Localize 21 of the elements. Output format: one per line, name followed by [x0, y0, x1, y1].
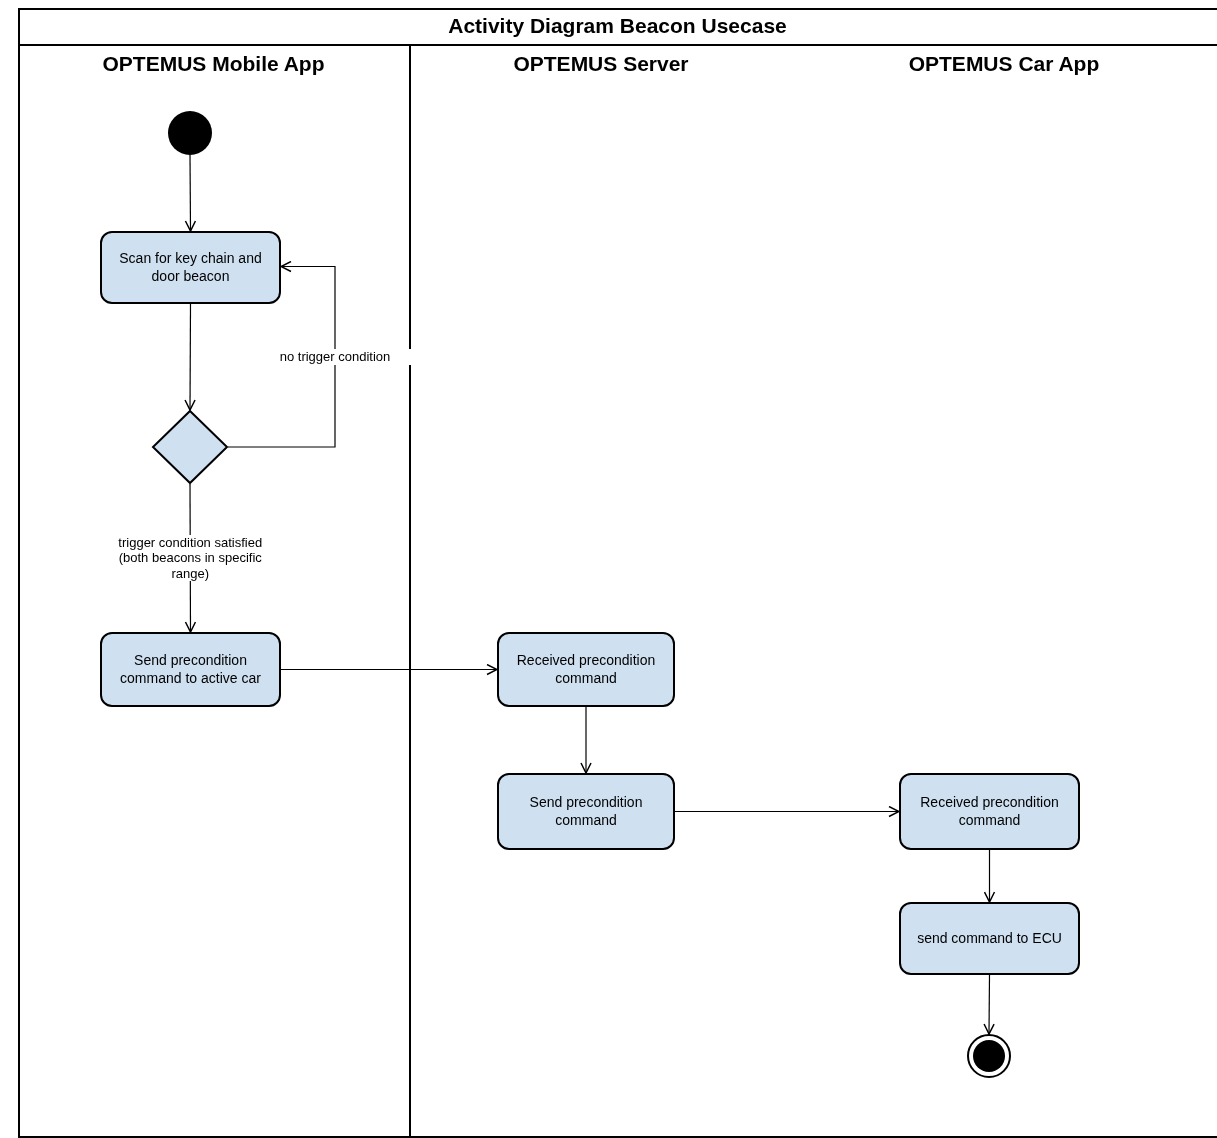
- arrow: [280, 663, 498, 676]
- arrow: [580, 706, 592, 774]
- final-node: [967, 1034, 1011, 1078]
- action-box: Scan for key chain and door beacon: [100, 231, 281, 304]
- arrow: [983, 849, 996, 903]
- action-box: Send precondition command: [497, 773, 675, 850]
- lane-heading: OPTEMUS Car App: [907, 52, 1101, 76]
- action-box: Received precondition command: [899, 773, 1080, 850]
- decision-diamond: [152, 410, 228, 484]
- lane-heading: OPTEMUS Server: [512, 52, 690, 76]
- lane-heading: OPTEMUS Mobile App: [101, 52, 326, 76]
- arrow: [227, 260, 336, 448]
- arrow: [674, 805, 900, 818]
- action-box: send command to ECU: [899, 902, 1080, 975]
- action-box: Received precondition command: [497, 632, 675, 707]
- arrow: [184, 303, 196, 411]
- action-box: Send precondition command to active car: [100, 632, 281, 707]
- diagram-title: Activity Diagram Beacon Usecase: [448, 14, 787, 38]
- arrow: [184, 154, 197, 232]
- arrow: [983, 974, 995, 1035]
- initial-node: [168, 111, 212, 155]
